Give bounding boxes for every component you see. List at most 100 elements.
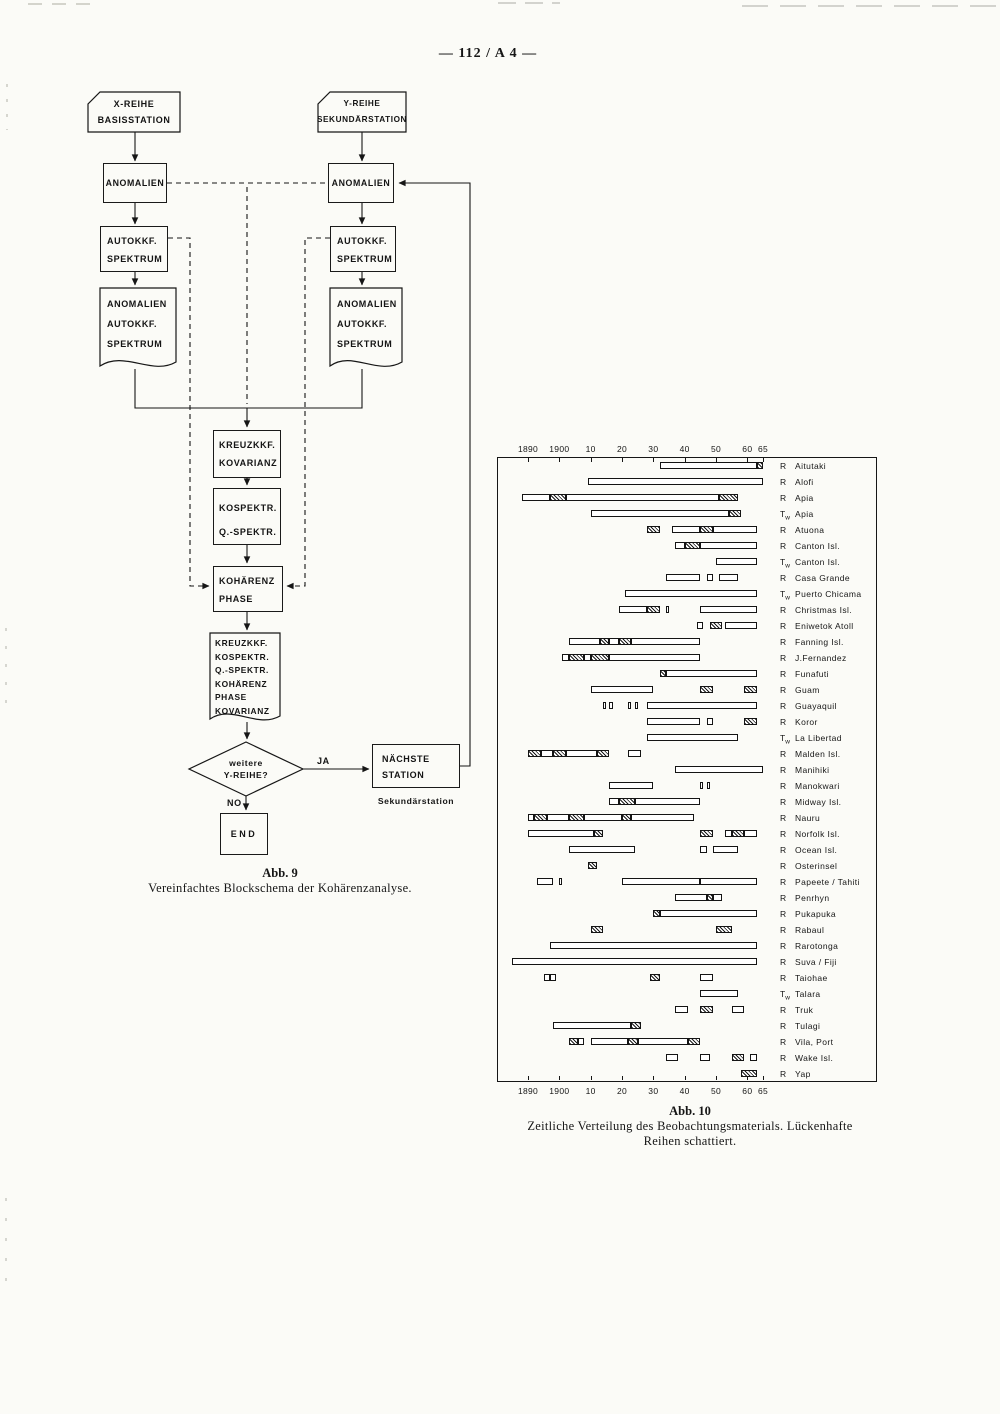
station-prefix: R (780, 701, 787, 711)
station-prefix: R (780, 1037, 787, 1047)
gantt-bar-open (706, 718, 713, 725)
gantt-bar-open (631, 638, 701, 645)
flowchart-node-result-output: KREUZKKF. KOSPEKTR. Q.-SPEKTR. KOHÄRENZ … (215, 638, 270, 716)
station-label: Pukapuka (795, 909, 837, 919)
gantt-bar-hatch (593, 830, 604, 837)
axis-tick-label-top: 10 (585, 444, 596, 454)
dashed-connectors (167, 182, 330, 590)
gantt-bar-hatch (600, 638, 610, 645)
station-label: Tulagi (795, 1021, 821, 1031)
gantt-bar-open (568, 638, 601, 645)
gantt-bar-open (546, 814, 569, 821)
gantt-bar-hatch (528, 750, 541, 757)
station-label: Fanning Isl. (795, 637, 844, 647)
station-label: Vila, Port (795, 1037, 834, 1047)
axis-tick-top (528, 458, 529, 462)
gantt-bar-open (562, 654, 569, 661)
gantt-bar-hatch (731, 1054, 745, 1061)
station-label: Nauru (795, 813, 821, 823)
axis-tick-bottom (747, 1076, 749, 1080)
flowchart-node-crosscorr: KREUZKKF. KOVARIANZ (213, 430, 281, 478)
gantt-bar-open (543, 974, 550, 981)
gantt-bar-open (590, 510, 729, 517)
axis-tick-top (747, 458, 749, 462)
flowchart-node-cospectrum: KOSPEKTR. Q.-SPEKTR. (213, 488, 281, 545)
station-label: Talara (795, 989, 821, 999)
station-prefix: R (780, 765, 787, 775)
gantt-bar-hatch (709, 622, 723, 629)
station-label: J.Fernandez (795, 653, 847, 663)
gantt-bar-hatch (653, 910, 660, 917)
flowchart-node-anomalies-right: ANOMALIEN (328, 163, 394, 203)
gantt-bar-hatch (590, 926, 604, 933)
gantt-bar-hatch (650, 974, 660, 981)
station-prefix: R (780, 605, 787, 615)
document-shape-output-left (99, 287, 177, 368)
gantt-bar-open (744, 830, 757, 837)
station-prefix: R (780, 573, 787, 583)
station-label: Puerto Chicama (795, 589, 862, 599)
station-prefix: Tw (780, 509, 790, 522)
gantt-bar-open (609, 782, 654, 789)
card-shape-x-series (87, 91, 181, 133)
flowchart-node-next-station-note: Sekundärstation (377, 796, 455, 806)
gantt-bar-open (565, 494, 720, 501)
flowchart-node-coherence: KOHÄRENZ PHASE (213, 566, 283, 612)
gantt-bar-hatch (590, 654, 610, 661)
flowchart-node-y-series: Y-REIHE SEKUNDÄRSTATION (316, 99, 408, 124)
station-label: Rabaul (795, 925, 825, 935)
axis-tick-label-top: 1900 (549, 444, 570, 454)
station-label: Malden Isl. (795, 749, 841, 759)
gantt-bar-hatch (549, 494, 566, 501)
flowchart-node-decision: weitere Y-REIHE? (223, 758, 269, 780)
gantt-bar-open (609, 654, 701, 661)
axis-tick-label-top: 1890 (517, 444, 539, 454)
gantt-bar-hatch (731, 830, 745, 837)
station-label: Ocean Isl. (795, 845, 838, 855)
edge-label-ja: JA (317, 756, 330, 766)
axis-tick-top (622, 458, 623, 462)
gantt-bar-hatch (728, 510, 742, 517)
gantt-bar-hatch (631, 1022, 641, 1029)
station-prefix: Tw (780, 557, 790, 570)
station-prefix: R (780, 893, 787, 903)
axis-tick-bottom (590, 1076, 592, 1080)
document-shape-output-right (329, 287, 403, 368)
gantt-bar-open (665, 574, 701, 581)
axis-tick-top (653, 458, 655, 462)
axis-tick-bottom (559, 1076, 561, 1080)
axis-tick-label-bottom: 1890 (517, 1086, 539, 1096)
station-prefix: R (780, 797, 787, 807)
document-shape-result (209, 632, 281, 721)
station-label: Aitutaki (795, 461, 827, 471)
gantt-bar-open (700, 782, 704, 789)
gantt-bar-hatch (659, 670, 666, 677)
gantt-bar-hatch (684, 542, 701, 549)
station-prefix: R (780, 1069, 787, 1079)
gantt-bar-open (634, 798, 701, 805)
gantt-bar-open (528, 830, 594, 837)
gantt-bar-open (618, 606, 648, 613)
gantt-bar-hatch (719, 494, 738, 501)
axis-tick-label-top: 60 (742, 444, 753, 454)
gantt-bar-open (672, 526, 701, 533)
axis-tick-top (559, 458, 561, 462)
station-label: Suva / Fiji (795, 957, 837, 967)
gantt-bar-open (675, 1006, 688, 1013)
gantt-bar-open (587, 478, 763, 485)
axis-tick-label-bottom: 1900 (549, 1086, 570, 1096)
station-prefix: R (780, 845, 787, 855)
gantt-bar-open (700, 606, 757, 613)
gantt-bar-open (568, 846, 635, 853)
gantt-bar-open (647, 734, 738, 741)
gantt-bar-hatch (587, 862, 597, 869)
flowchart-node-x-series: X-REIHE BASISSTATION (97, 99, 171, 125)
gantt-bar-open (565, 750, 597, 757)
gantt-bar-open (712, 526, 757, 533)
station-label: Penrhyn (795, 893, 830, 903)
gantt-bar-open (712, 846, 738, 853)
gantt-bar-open (675, 542, 685, 549)
gantt-bar-hatch (744, 686, 757, 693)
gantt-bar-hatch (647, 526, 660, 533)
gantt-bar-hatch (622, 814, 632, 821)
